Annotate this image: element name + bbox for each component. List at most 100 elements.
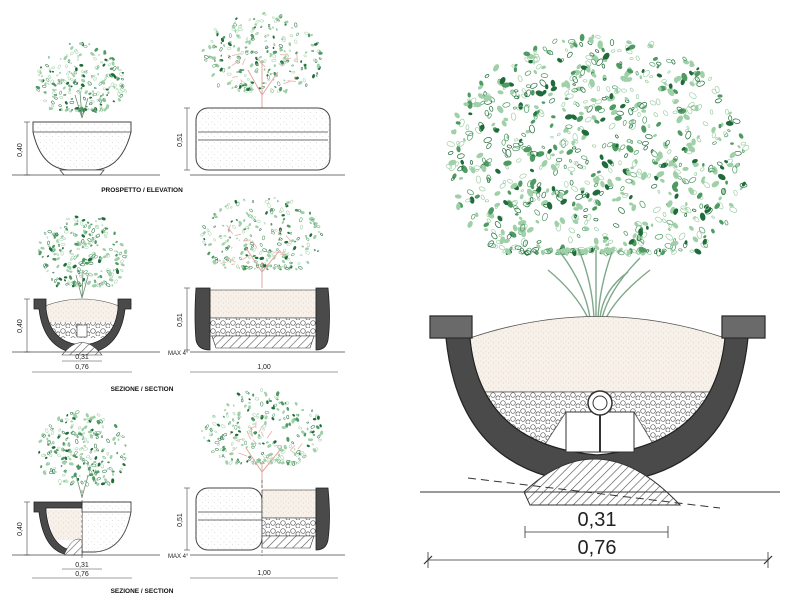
leaf [317,434,321,439]
branch [296,53,298,63]
leaf [509,231,517,238]
leaf [119,242,124,247]
leaf [51,70,55,73]
leaf [609,104,617,111]
leaf [273,405,275,408]
leaf [106,94,108,97]
leaf [664,140,670,147]
leaf [73,222,77,226]
leaf [718,196,722,201]
leaf [68,275,73,280]
leaf [229,33,232,38]
leaf [88,233,91,236]
leaf [683,114,690,120]
branch [297,443,303,450]
leaf [283,248,286,253]
leaf [92,237,96,241]
leaf [656,121,662,127]
leaf [77,58,79,61]
leaf [98,97,102,102]
leaf [246,78,250,81]
leaf [284,21,286,24]
leaf [63,237,66,240]
leaf [46,269,49,273]
leaf [501,139,506,146]
leaf [286,210,290,215]
leaf [42,434,46,438]
leaf [111,478,115,484]
leaf [275,28,278,31]
leaf [247,425,251,429]
leaf [628,239,635,245]
leaf [278,44,283,48]
leaf [626,68,634,74]
leaf [649,100,657,106]
leaf [316,72,319,75]
leaf [99,103,103,106]
leaf [61,461,66,465]
leaf [79,454,83,457]
leaf [634,158,638,165]
leaf [646,225,649,230]
leaf [66,414,69,417]
leaf [227,47,232,50]
leaf [239,256,242,261]
leaf [105,268,111,272]
leaf [256,460,260,464]
leaf [551,115,556,119]
leaf [74,49,78,52]
leaf [629,202,634,206]
leaf [539,79,547,87]
leaf [668,191,672,196]
leaf [235,218,238,222]
leaf [234,29,237,33]
leaf [514,207,522,214]
leaf [284,266,289,270]
leaf [634,221,639,227]
section-row-2: 0,40 0,31 0,76 0,51 MAX 4° [12,388,345,595]
leaf [87,108,90,111]
leaf [632,233,637,239]
leaf [71,423,74,427]
leaf [494,128,500,133]
leaf [252,423,256,426]
leaf [571,248,575,252]
leaf [231,458,233,461]
leaf [264,420,267,426]
leaf [90,244,93,247]
leaf [735,162,740,168]
leaf [502,102,511,108]
leaf [105,88,109,91]
leaf [80,480,84,485]
branch [285,57,292,60]
leaf [585,159,589,165]
leaf [251,417,255,422]
leaf [100,107,104,112]
leaf [262,11,266,15]
leaf [102,469,107,473]
leaf [100,460,104,463]
leaf [494,191,501,196]
leaf [228,236,232,239]
leaf [286,252,290,256]
leaf [83,232,86,236]
leaf [60,464,63,468]
leaf [225,460,229,465]
leaf [312,418,317,421]
leaf [637,140,643,144]
leaf [229,206,233,209]
leaf [665,159,670,167]
leaf [661,218,667,224]
leaf [579,33,585,42]
leaf [506,144,512,149]
leaf [688,102,695,108]
branch [279,250,287,257]
leaf [540,73,549,78]
leaf [244,440,247,446]
leaf [617,250,625,256]
leaf [96,91,100,96]
leaf [692,236,699,243]
leaf [536,244,541,249]
leaf [124,249,128,254]
leaf [657,189,661,194]
